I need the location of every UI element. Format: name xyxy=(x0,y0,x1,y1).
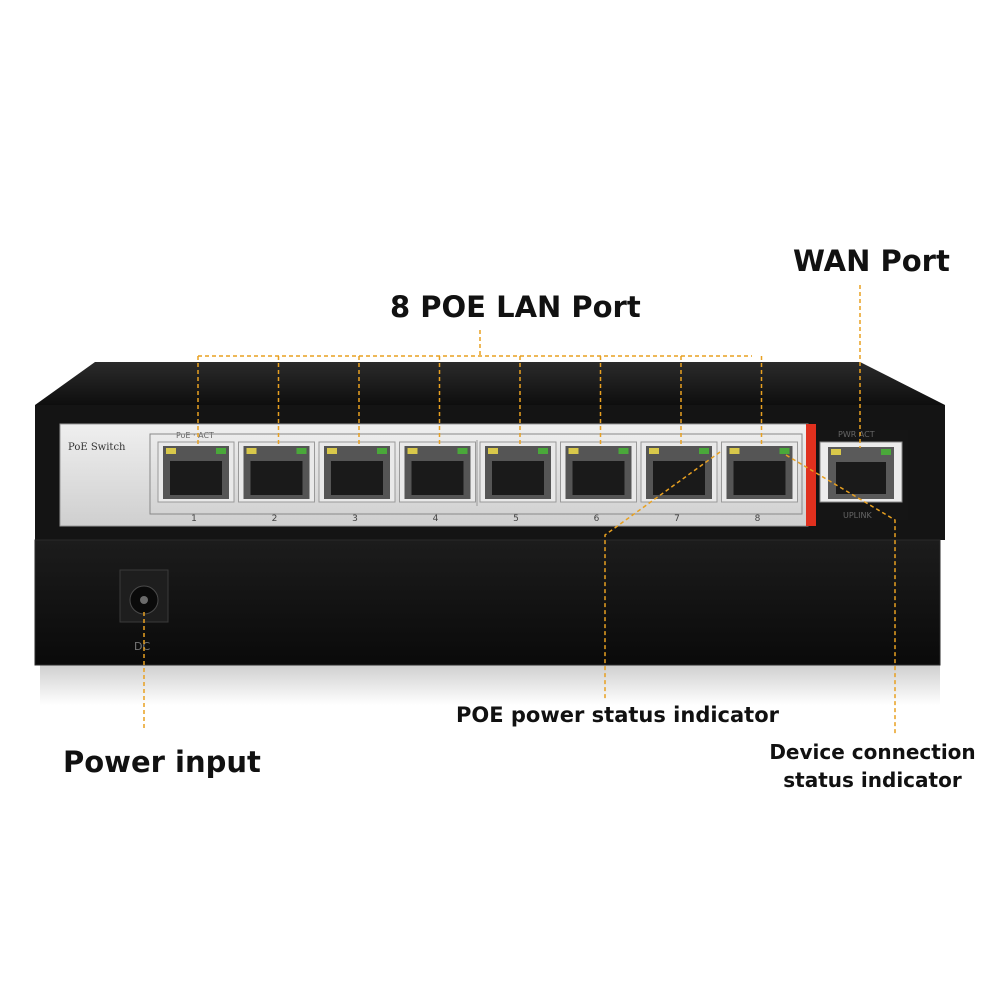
wan-led-label: PWR ACT xyxy=(838,430,875,439)
lan-port-2: 2 xyxy=(238,441,315,524)
port-jack xyxy=(250,461,303,495)
port-number-5: 5 xyxy=(513,514,519,524)
leader-lines xyxy=(143,285,896,735)
port-jack xyxy=(653,461,705,495)
port-jack xyxy=(411,461,464,495)
lan-port-group: 1 2 3 4 5 6 7 8 xyxy=(157,440,798,524)
act-led xyxy=(699,448,709,454)
panel-label: PoE Switch xyxy=(68,442,126,453)
wan-port-jack xyxy=(836,462,886,494)
port-number-8: 8 xyxy=(755,514,761,524)
port-jack xyxy=(733,461,786,495)
lan-port-1: 1 xyxy=(157,441,235,524)
poe-indicator-callout: POE power status indicator xyxy=(456,703,779,727)
red-accent-stripe xyxy=(806,424,816,526)
port-jack xyxy=(492,461,544,495)
port-number-1: 1 xyxy=(191,514,197,524)
power-input-callout: Power input xyxy=(63,745,261,779)
led-label: PoE · ACT xyxy=(176,431,214,440)
poe-led xyxy=(729,448,740,454)
poe-led xyxy=(246,448,257,454)
poe-led xyxy=(488,448,498,454)
act-led xyxy=(538,448,548,454)
act-led xyxy=(779,448,790,454)
port-jack xyxy=(331,461,383,495)
switch-top-lid xyxy=(35,362,945,405)
poe-led xyxy=(407,448,418,454)
lan-leader-drops xyxy=(197,356,763,446)
port-block-outline xyxy=(149,433,803,515)
device-indicator-line2: status indicator xyxy=(783,768,962,792)
wan-led-act xyxy=(881,449,891,455)
dc-label: DC xyxy=(134,640,150,653)
lower-unit xyxy=(34,539,941,666)
poe-led xyxy=(166,448,176,454)
port-jack xyxy=(572,461,625,495)
lan-port-7: 7 xyxy=(640,441,718,524)
lan-port-4: 4 xyxy=(399,441,476,524)
dc-jack-pin xyxy=(140,596,148,604)
port-jack xyxy=(170,461,222,495)
lan-port-8: 8 xyxy=(721,441,798,524)
act-led xyxy=(216,448,226,454)
device-indicator-line1: Device connection xyxy=(769,740,976,764)
act-led xyxy=(296,448,307,454)
port-number-6: 6 xyxy=(594,514,600,524)
port-number-7: 7 xyxy=(674,514,680,524)
lan-port-3: 3 xyxy=(318,441,396,524)
act-led xyxy=(618,448,629,454)
uplink-label: UPLINK xyxy=(843,511,872,520)
device-indicator-callout: Device connection status indicator xyxy=(760,738,985,794)
poe-led xyxy=(649,448,659,454)
floor-shadow xyxy=(40,665,940,705)
device-indicator-leader xyxy=(785,454,896,735)
lan-port-callout: 8 POE LAN Port xyxy=(390,290,641,324)
port-number-4: 4 xyxy=(433,514,439,524)
lan-port-5: 5 xyxy=(479,441,557,524)
wan-led-pwr xyxy=(831,449,841,455)
port-number-2: 2 xyxy=(272,514,278,524)
act-led xyxy=(457,448,468,454)
poe-led xyxy=(568,448,579,454)
act-led xyxy=(377,448,387,454)
lan-port-6: 6 xyxy=(560,441,637,524)
poe-led xyxy=(327,448,337,454)
wan-port-callout: WAN Port xyxy=(793,244,950,278)
poe-indicator-leader xyxy=(604,451,721,700)
port-number-3: 3 xyxy=(352,514,358,524)
